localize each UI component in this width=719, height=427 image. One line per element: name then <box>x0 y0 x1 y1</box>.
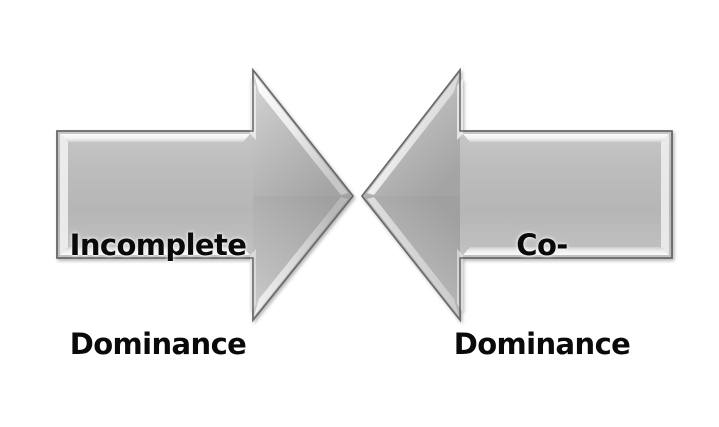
left-arrow-head-bevel-upper <box>254 74 348 195</box>
arrows-illustration <box>56 67 673 323</box>
co-dominance-arrow[interactable] <box>360 67 673 323</box>
incomplete-dominance-arrow[interactable] <box>56 67 355 323</box>
left-arrow-outline <box>56 67 354 323</box>
left-arrow-bevel-top <box>60 134 250 142</box>
right-arrow-head-bevel-upper <box>367 74 459 195</box>
right-arrow-bevel-top <box>463 134 669 142</box>
diagram-canvas: Incomplete Dominance Co- Dominance <box>56 67 673 361</box>
left-arrow-bevel-bottom <box>60 247 250 255</box>
right-arrow-outline <box>361 67 673 323</box>
right-arrow-bevel-right <box>661 134 669 255</box>
left-arrow-head-bevel-lower <box>254 197 348 316</box>
left-arrow-bevel-left <box>60 134 68 255</box>
right-arrow-bevel-bottom <box>463 247 669 255</box>
right-arrow-head-bevel-lower <box>367 197 459 316</box>
